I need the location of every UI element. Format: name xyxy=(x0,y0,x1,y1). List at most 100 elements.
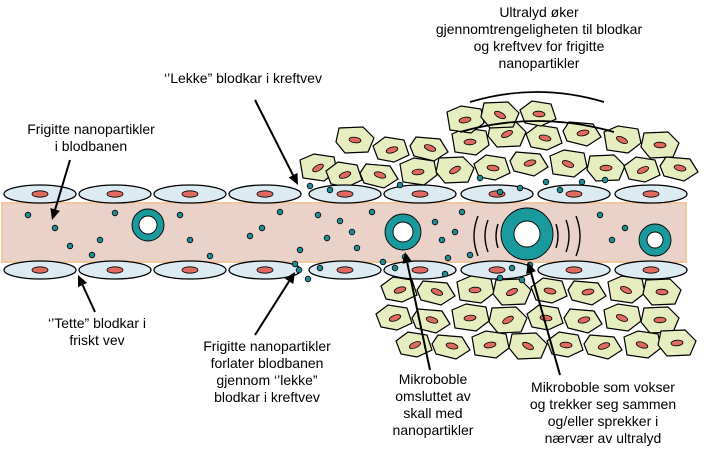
nanoparticle-icon xyxy=(542,178,550,186)
tumor-cell-icon xyxy=(519,100,557,127)
tumor-cell-icon xyxy=(525,124,563,151)
endothelial-cell-icon xyxy=(308,260,382,280)
endothelial-cell-icon xyxy=(383,184,457,204)
nanoparticle-icon xyxy=(186,236,194,244)
tumor-cell-icon xyxy=(562,121,602,147)
callout-arrow xyxy=(50,159,71,220)
tumor-cell-icon xyxy=(409,136,449,162)
nanoparticle-icon xyxy=(296,246,304,254)
tumor-cell-icon xyxy=(640,131,680,159)
label-line: blodkar i kreftvev xyxy=(214,389,320,405)
tumor-cell-icon xyxy=(657,329,697,357)
tumor-cell-icon xyxy=(451,127,490,156)
tumor-cell-icon xyxy=(623,330,662,359)
nanoparticle-icon xyxy=(466,251,474,259)
nanoparticle-icon xyxy=(621,224,629,232)
tumor-cell-icon xyxy=(451,303,490,332)
label-line: Frigitte nanopartikler xyxy=(203,338,331,354)
endothelial-cell-icon xyxy=(78,260,152,280)
nanoparticle-icon xyxy=(368,208,376,216)
microbubbles xyxy=(131,207,672,261)
ultrasound-wave-icon xyxy=(459,120,615,133)
tumor-cell-icon xyxy=(359,163,399,189)
callout-arrow xyxy=(526,262,561,376)
label-line: ‘’Tette” blodkar i xyxy=(47,315,147,331)
label-line: og kreftvev for frigitte xyxy=(473,38,605,54)
tumor-cells-foreground xyxy=(375,275,697,360)
tumor-cell-icon xyxy=(659,156,699,182)
vessel-lumen xyxy=(1,202,687,263)
nanoparticle-icon xyxy=(444,254,452,262)
ultrasound-wave-icon xyxy=(575,215,581,257)
tumor-cell-icon xyxy=(399,157,438,186)
tumor-cell-icon xyxy=(603,303,642,332)
tumor-cell-icon xyxy=(526,304,564,331)
callout-arrow xyxy=(254,99,298,185)
nanoparticle-icon xyxy=(391,264,399,272)
callout-arrows xyxy=(50,99,561,376)
endothelial-cells xyxy=(3,184,688,280)
tumor-cell-icon xyxy=(640,306,680,334)
tumor-cell-icon xyxy=(549,149,588,178)
endothelial-cell-icon xyxy=(3,184,77,204)
nanoparticle-icon xyxy=(348,228,356,236)
nanoparticle-icon xyxy=(508,264,516,272)
label-line: friskt vev xyxy=(69,332,125,348)
endothelial-cell-icon xyxy=(308,184,382,204)
microbubble-icon xyxy=(384,213,422,251)
nanoparticle-icon xyxy=(111,209,119,217)
label-line: Frigitte nanopartikler xyxy=(27,121,155,137)
nanoparticle-icon xyxy=(276,208,284,216)
endothelial-cell-icon xyxy=(460,184,534,204)
nanoparticle-icon xyxy=(476,174,484,182)
microbubble-icon xyxy=(638,223,672,257)
endothelial-cell-icon xyxy=(614,260,688,280)
tumor-cell-icon xyxy=(546,331,584,358)
nanoparticle-icon xyxy=(431,218,439,226)
nanoparticle-icon xyxy=(556,186,564,194)
nanoparticle-icon xyxy=(578,178,586,186)
callout-arrow xyxy=(254,272,295,336)
nanoparticle-icon xyxy=(88,251,96,259)
label-line: i blodbanen xyxy=(54,138,128,154)
tumor-cell-icon xyxy=(508,332,548,360)
nanoparticle-icon xyxy=(379,258,387,266)
endothelial-cell-icon xyxy=(537,260,611,280)
endothelial-cell-icon xyxy=(228,184,302,204)
nanoparticle-icon xyxy=(295,266,303,274)
nanoparticle-icon xyxy=(24,211,32,219)
nanoparticle-icon xyxy=(438,236,446,244)
label-line: og/eller sprekker i xyxy=(547,413,659,429)
label-leaky-vessels: ‘’Lekke” blodkar i kreftvev xyxy=(118,70,368,87)
label-line: nanopartikler xyxy=(498,55,580,71)
tumor-cell-icon xyxy=(623,156,661,183)
ultrasound-waves xyxy=(459,91,615,257)
nanoparticle-icon xyxy=(496,274,504,282)
nanoparticle-icon xyxy=(306,182,314,190)
endothelial-cell-icon xyxy=(383,260,457,280)
label-line: nærvær av ultralyd xyxy=(544,430,662,446)
tumor-cell-icon xyxy=(583,334,623,360)
label-line: nanopartikler xyxy=(392,422,474,438)
label-line: omsluttet av xyxy=(395,388,471,404)
nanoparticle-icon xyxy=(323,234,331,242)
nanoparticle-icon xyxy=(51,224,59,232)
ultrasound-wave-icon xyxy=(473,215,479,257)
nanoparticle-icon xyxy=(336,217,344,225)
ultrasound-wave-icon xyxy=(495,223,499,249)
nanoparticle-icon xyxy=(96,236,104,244)
tumor-cell-icon xyxy=(456,275,495,304)
nanoparticle-icon xyxy=(291,260,299,268)
endothelial-cell-icon xyxy=(78,184,152,204)
callout-arrow xyxy=(78,275,96,313)
tumor-cell-icon xyxy=(603,125,642,154)
label-line: gjennom ‘’lekke” xyxy=(216,372,318,388)
nanoparticle-icon xyxy=(396,181,404,189)
